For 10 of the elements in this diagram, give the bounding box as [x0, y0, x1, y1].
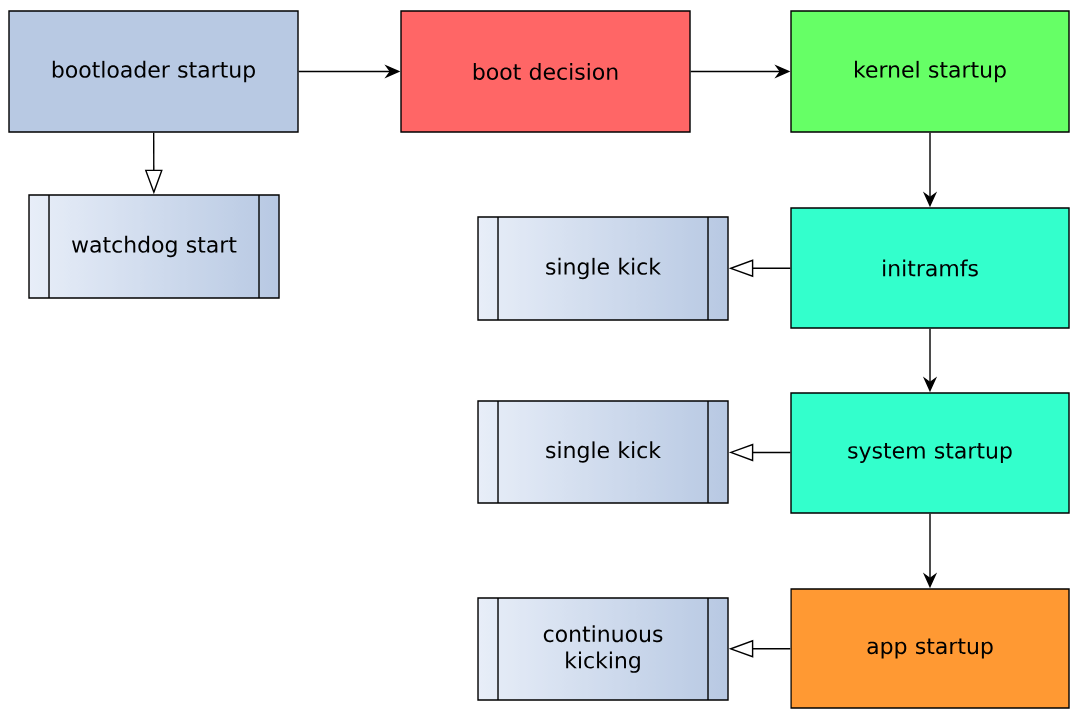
subprocess-box: watchdog start	[28, 194, 280, 299]
process-box: bootloader startup	[8, 10, 299, 133]
process-box: boot decision	[400, 10, 691, 133]
process-box: system startup	[790, 392, 1070, 514]
process-box: initramfs	[790, 207, 1070, 329]
subprocess-box: single kick	[477, 216, 729, 321]
process-box: app startup	[790, 588, 1070, 709]
subprocess-box: continuous kicking	[477, 597, 729, 701]
process-box: kernel startup	[790, 10, 1070, 133]
subprocess-box: single kick	[477, 400, 729, 504]
